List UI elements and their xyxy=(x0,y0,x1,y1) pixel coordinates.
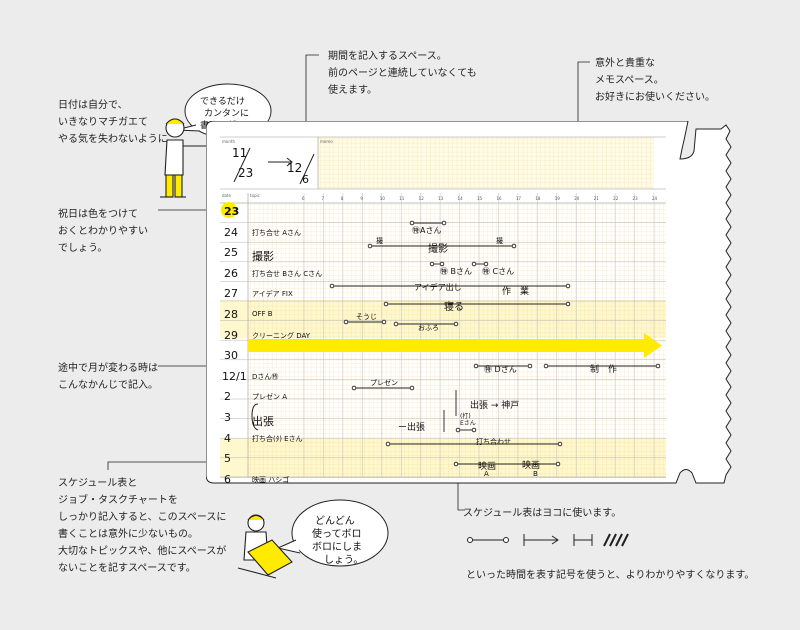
bubble-top-line-2: カンタンに xyxy=(204,109,250,119)
bubble-bottom-line-4: しょう。 xyxy=(324,555,364,566)
mark-shuccho-right: 出張 → 神戸 xyxy=(470,401,520,411)
row-date: 4 xyxy=(224,431,231,445)
time-symbols xyxy=(467,533,629,547)
hour-label: 21 xyxy=(594,196,600,201)
bubble-bottom-line-3: ボロにしま xyxy=(312,542,362,553)
month-label: month xyxy=(222,139,235,144)
mark-eiga-a: 映画 xyxy=(478,462,497,472)
row-date: 24 xyxy=(224,225,238,239)
period-end-month: 12 xyxy=(287,161,303,175)
row-topic: Dさん㊕ xyxy=(252,372,279,381)
annotation-holiday-tip: 祝日は色をつけて おくとわかりやすい でしょう。 xyxy=(58,209,148,254)
mark-sagyo: 作 業 xyxy=(502,287,530,297)
period-start-day: 23 xyxy=(238,166,254,180)
row-topic: 打ち合(ﾀ) Eさん xyxy=(252,434,303,443)
mark-c-san: ㊕ Cさん xyxy=(482,267,515,276)
person-illustration-top xyxy=(160,118,212,198)
hour-label: 15 xyxy=(477,196,483,201)
hour-label: 8 xyxy=(341,196,344,201)
mark-a-san: ㊕Aさん xyxy=(412,226,442,235)
hour-label: 19 xyxy=(555,196,561,201)
hour-label: 22 xyxy=(613,196,619,201)
row-topic: OFF B xyxy=(252,310,273,318)
person-illustration-bottom xyxy=(237,514,293,579)
annotation-memo-space: 意外と貴重な メモスペース。 お好きにお使いください。 xyxy=(595,58,715,103)
hour-label: 7 xyxy=(321,196,324,201)
row-date: 5 xyxy=(224,452,231,466)
hour-label: 17 xyxy=(516,196,522,201)
mark-e-san: (打) Eさん xyxy=(460,413,476,427)
row-date: 3 xyxy=(224,411,231,424)
mark-letter-b: B xyxy=(533,470,538,478)
bubble-top-line-1: できるだけ xyxy=(200,97,245,107)
row-topic: 打ち合せ Aさん xyxy=(252,228,302,237)
mark-d-san: ㊕ Dさん xyxy=(484,365,517,374)
period-slash-arrow xyxy=(233,147,315,185)
date-label: date xyxy=(222,193,232,198)
mark-ofuro: おふろ xyxy=(418,324,439,332)
row-date: 23 xyxy=(224,205,240,218)
hour-label: 12 xyxy=(419,196,425,201)
hour-label: 14 xyxy=(458,196,464,201)
mark-eiga-b: 映画 xyxy=(522,461,541,471)
mark-uchiawase: 打ち合わせ xyxy=(476,438,511,446)
mark-neru: 寝る xyxy=(444,302,464,313)
mark-seisaku: 制 作 xyxy=(590,365,618,375)
annotation-date-tip: 日付は自分で、 いきなりマチガエて やる気を失わないように。 xyxy=(58,100,178,145)
mark-idea: アイデア出し xyxy=(414,283,462,292)
mark-satsuei-b: 撮 xyxy=(496,237,503,245)
row-topic: プレゼン A xyxy=(252,393,288,402)
row-topic: 撮影 xyxy=(252,250,274,264)
row-topic: 出張 xyxy=(252,415,274,428)
row-date: 29 xyxy=(224,328,238,342)
mark-letter-a: A xyxy=(484,470,489,478)
mark-presen: プレゼン xyxy=(370,379,398,387)
month-change-arrow xyxy=(248,333,662,358)
hour-label: 11 xyxy=(399,196,405,201)
period-end-day: 6 xyxy=(302,173,309,186)
hour-label: 20 xyxy=(574,196,580,201)
topic-label: topic xyxy=(250,193,260,198)
bubble-bottom-line-1: どんどん xyxy=(315,516,355,527)
row-topic: アイデア FIX xyxy=(252,290,293,299)
mark-satsuei-a: 撮 xyxy=(376,237,383,245)
holiday-marker xyxy=(221,202,237,218)
annotation-time-symbols: といった時間を表す記号を使うと、よりわかりやすくなります。 xyxy=(466,570,755,581)
period-start-month: 11 xyxy=(232,146,248,160)
row-date: 12/1 xyxy=(222,369,247,383)
annotation-horizontal-use: スケジュール表はヨコに使います。 xyxy=(463,508,622,519)
row-topic: クリーニング DAY xyxy=(252,331,311,340)
hour-label: 24 xyxy=(652,196,658,201)
hour-label: 16 xyxy=(496,196,502,201)
row-topic: 打ち合せ Bさん Cさん xyxy=(252,269,323,278)
row-date: 27 xyxy=(224,287,238,301)
row-date: 2 xyxy=(224,390,231,404)
hour-label: 6 xyxy=(302,196,305,201)
memo-label: memo xyxy=(320,139,333,144)
row-date: 30 xyxy=(224,349,238,363)
row-date: 26 xyxy=(224,266,238,280)
mark-b-san: ㊕ Bさん xyxy=(440,267,473,276)
row-topic: 映画 ハシゴ xyxy=(252,475,290,484)
annotation-topic-space: スケジュール表と ジョブ・タスクチャートを しっかり記入すると、このスペースに … xyxy=(58,478,227,574)
hour-label: 13 xyxy=(438,196,444,201)
mark-souji: そうじ xyxy=(356,313,377,321)
hour-label: 10 xyxy=(380,196,386,201)
annotation-period-space: 期間を記入するスペース。 前のページと連続していなくても 使えます。 xyxy=(328,51,477,96)
mark-satsuei-mid: 撮影 xyxy=(428,244,448,255)
mark-shuccho-left: ー出張 xyxy=(398,423,426,433)
row-date: 28 xyxy=(224,308,238,321)
row-date: 6 xyxy=(224,472,231,486)
hour-label: 23 xyxy=(633,196,639,201)
row-date: 25 xyxy=(224,246,238,260)
bubble-bottom-line-2: 使ってボロ xyxy=(312,529,362,540)
hour-label: 9 xyxy=(360,196,363,201)
hour-label: 18 xyxy=(535,196,541,201)
annotation-month-change: 途中で月が変わる時は こんなかんじで記入。 xyxy=(58,363,158,391)
